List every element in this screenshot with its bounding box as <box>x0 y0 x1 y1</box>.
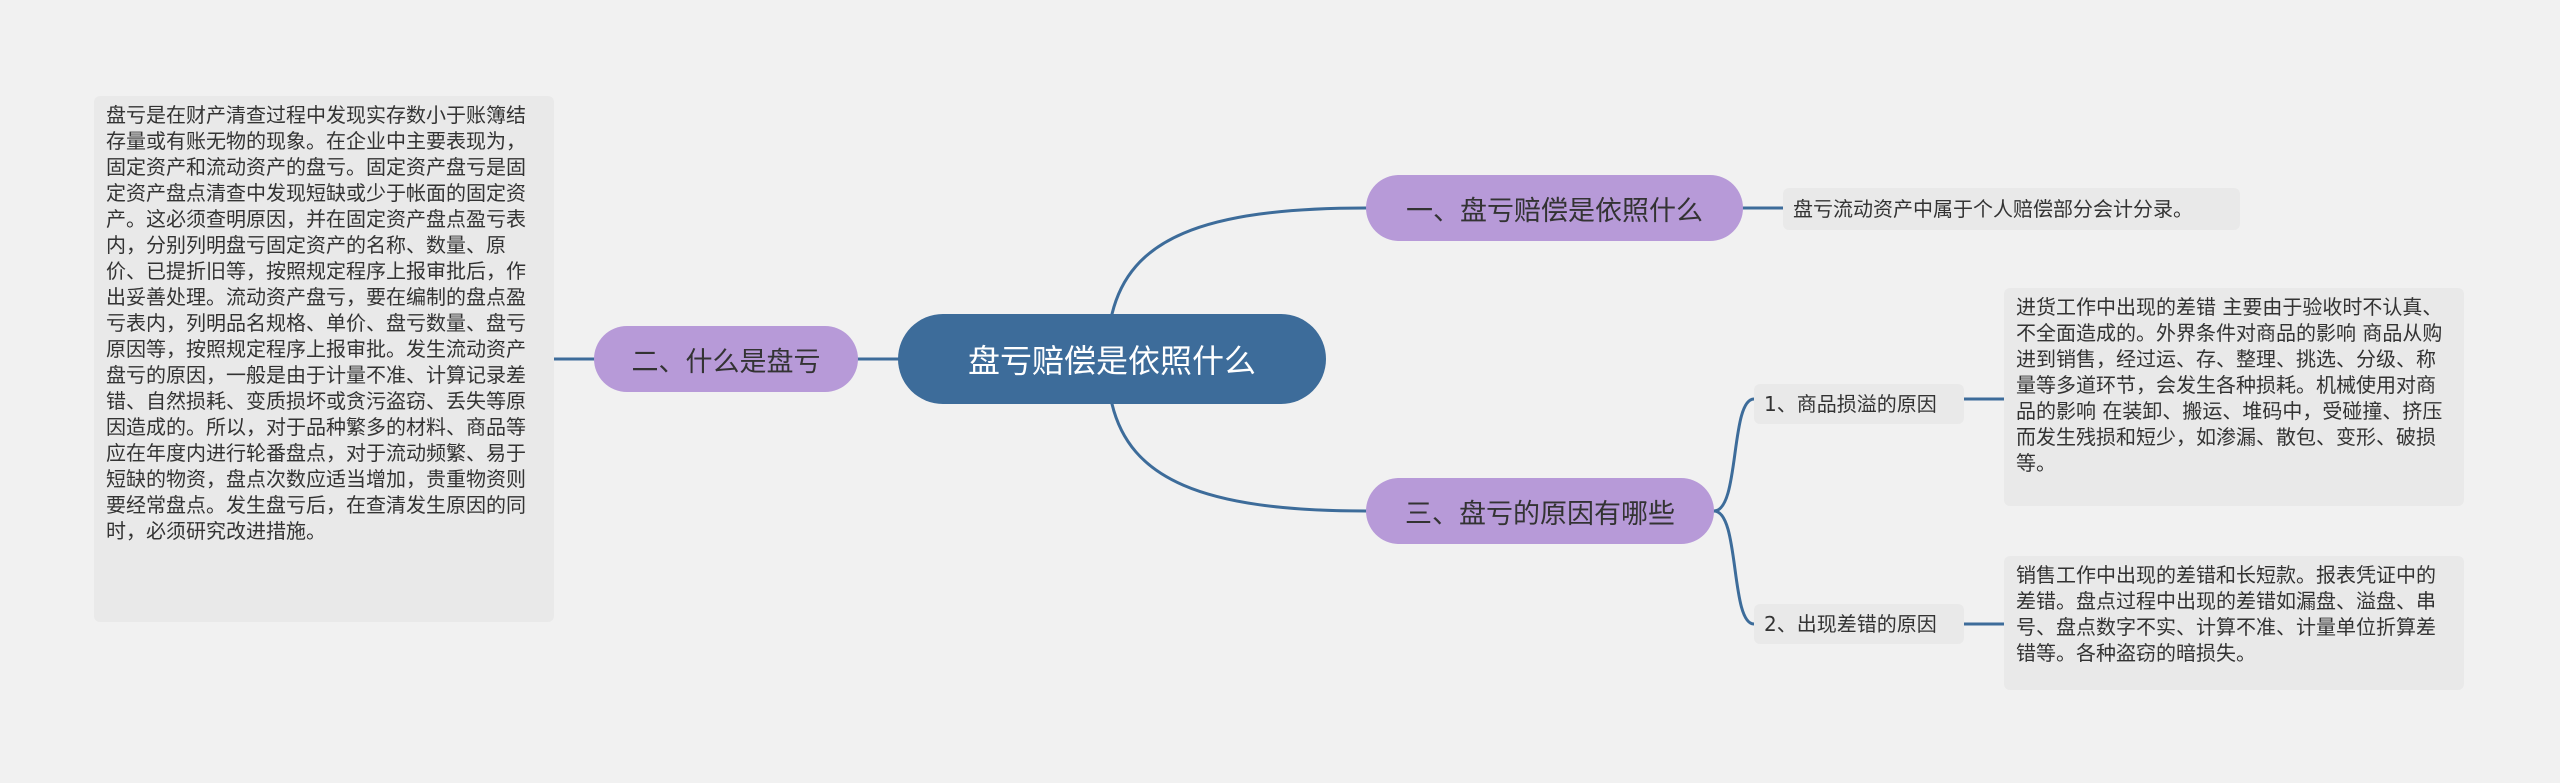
subtopic-3-1[interactable]: 1、商品损溢的原因 <box>1754 384 1964 424</box>
connector-b3-to-sub1 <box>1712 397 1756 513</box>
branch-topic-3[interactable]: 三、盘亏的原因有哪些 <box>1366 478 1714 544</box>
root-topic[interactable]: 盘亏赔偿是依照什么 <box>898 314 1326 404</box>
subtopic-3-1-note-text: 进货工作中出现的差错 主要由于验收时不认真、不全面造成的。外界条件对商品的影响 … <box>2016 295 2443 475</box>
connector-b3-to-sub2 <box>1712 509 1756 626</box>
branch-1-note[interactable]: 盘亏流动资产中属于个人赔偿部分会计分录。 <box>1783 188 2240 230</box>
subtopic-3-1-note[interactable]: 进货工作中出现的差错 主要由于验收时不认真、不全面造成的。外界条件对商品的影响 … <box>2004 288 2464 506</box>
branch-topic-3-label: 三、盘亏的原因有哪些 <box>1405 498 1675 530</box>
connector-root-to-b3 <box>1110 402 1368 513</box>
subtopic-3-2[interactable]: 2、出现差错的原因 <box>1754 604 1964 644</box>
branch-topic-2[interactable]: 二、什么是盘亏 <box>594 326 858 392</box>
branch-topic-1-label: 一、盘亏赔偿是依照什么 <box>1406 195 1703 227</box>
branch-2-note-text: 盘亏是在财产清查过程中发现实存数小于账簿结存量或有账无物的现象。在企业中主要表现… <box>106 103 526 543</box>
root-topic-label: 盘亏赔偿是依照什么 <box>967 342 1256 380</box>
branch-topic-2-label: 二、什么是盘亏 <box>631 346 821 378</box>
connector-root-to-b1 <box>1110 206 1368 316</box>
subtopic-3-2-label: 2、出现差错的原因 <box>1764 612 1937 636</box>
branch-2-note[interactable]: 盘亏是在财产清查过程中发现实存数小于账簿结存量或有账无物的现象。在企业中主要表现… <box>94 96 554 622</box>
subtopic-3-2-note[interactable]: 销售工作中出现的差错和长短款。报表凭证中的差错。盘点过程中出现的差错如漏盘、溢盘… <box>2004 556 2464 690</box>
branch-1-note-text: 盘亏流动资产中属于个人赔偿部分会计分录。 <box>1793 197 2193 221</box>
branch-topic-1[interactable]: 一、盘亏赔偿是依照什么 <box>1366 175 1743 241</box>
subtopic-3-1-label: 1、商品损溢的原因 <box>1764 392 1937 416</box>
subtopic-3-2-note-text: 销售工作中出现的差错和长短款。报表凭证中的差错。盘点过程中出现的差错如漏盘、溢盘… <box>2016 563 2436 665</box>
